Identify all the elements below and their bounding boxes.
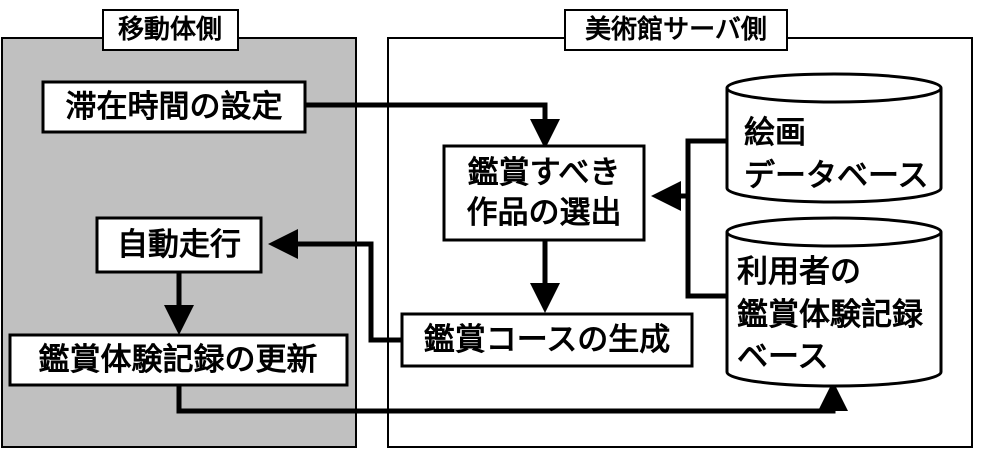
- node-select-works-line-1: 鑑賞すべき: [468, 155, 621, 191]
- painting-database-line-2: データベース: [744, 158, 928, 194]
- painting-database-body: [725, 88, 943, 204]
- painting-database-line-1: 絵画: [744, 115, 806, 151]
- user-record-database: 利用者の 鑑賞体験記録 ベース: [725, 216, 943, 388]
- node-select-works-line-2: 作品の選出: [467, 195, 622, 231]
- node-update-record-label: 鑑賞体験記録の更新: [39, 342, 318, 378]
- user-record-database-line-1: 利用者の: [737, 254, 861, 290]
- mobile-side-label-box: [102, 9, 239, 51]
- node-select-works-box: [442, 144, 646, 242]
- mobile-side-label: 移動体側: [118, 15, 222, 45]
- arrow-course-to-auto-drive: [268, 229, 402, 343]
- user-record-database-body: [725, 232, 943, 388]
- painting-database-top: [725, 72, 943, 104]
- node-generate-course-label: 鑑賞コースの生成: [424, 322, 670, 358]
- arrow-stay-time-to-selection: [305, 102, 560, 149]
- user-record-database-line-2: 鑑賞体験記録: [737, 297, 924, 333]
- painting-database: 絵画 データベース: [725, 72, 943, 204]
- server-side-label-box: [564, 9, 788, 51]
- user-record-database-top: [725, 216, 943, 248]
- node-set-stay-time-box: [41, 80, 307, 134]
- arrow-db-to-selection: [685, 138, 727, 299]
- node-generate-course-box: [400, 312, 694, 368]
- node-auto-drive-box: [95, 216, 263, 274]
- node-set-stay-time-label: 滞在時間の設定: [66, 89, 283, 125]
- arrow-update-to-user-db: [176, 381, 848, 414]
- node-update-record-box: [8, 333, 349, 387]
- node-auto-drive-label: 自動走行: [117, 227, 241, 263]
- user-record-database-line-3: ベース: [737, 339, 828, 375]
- server-side-label: 美術館サーバ側: [585, 14, 767, 45]
